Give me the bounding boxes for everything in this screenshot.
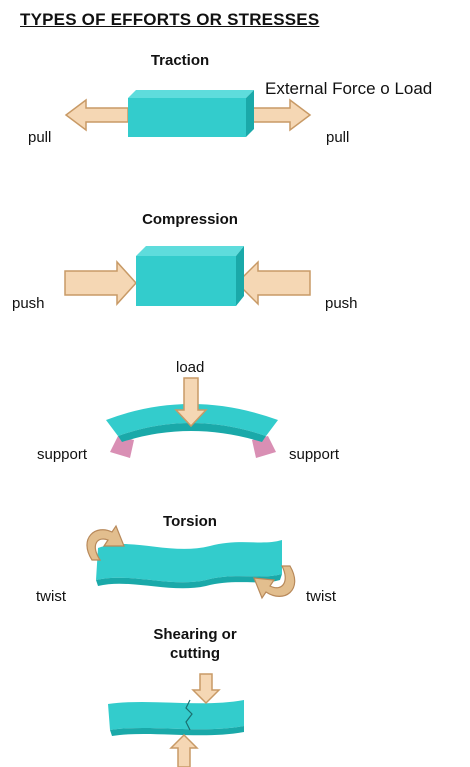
load-label: load [176, 359, 205, 376]
shear-bottom-arrow [169, 733, 199, 767]
compression-push-left-label: push [12, 295, 45, 312]
shearing-bar [108, 700, 244, 730]
traction-left-arrow [64, 98, 129, 132]
left-support [110, 436, 134, 458]
compression-heading: Compression [142, 211, 238, 228]
support-left-label: support [37, 446, 88, 463]
support-right-label: support [289, 446, 340, 463]
traction-heading: Traction [150, 52, 210, 69]
external-force-label: External Force o Load [265, 79, 433, 98]
twist-arrow-right [253, 565, 296, 600]
right-support [252, 436, 276, 458]
shearing-heading-line1: Shearing or [153, 626, 237, 643]
compression-left-arrow [64, 260, 138, 306]
traction-block [128, 90, 254, 137]
load-arrow [174, 377, 208, 428]
shearing-heading-line2: cutting [170, 645, 220, 662]
shear-top-arrow [191, 673, 221, 705]
crack-line [185, 699, 193, 731]
twist-left-label: twist [36, 588, 66, 605]
torsion-bar [96, 540, 282, 583]
page-title: TYPES OF EFFORTS OR STRESSES [20, 10, 320, 29]
compression-right-arrow [235, 260, 311, 306]
twist-arrow-left [86, 524, 125, 561]
twist-right-label: twist [306, 588, 336, 605]
torsion-heading: Torsion [163, 513, 217, 530]
compression-push-right-label: push [325, 295, 358, 312]
compression-block [136, 246, 244, 306]
traction-pull-left-label: pull [28, 129, 52, 146]
traction-right-arrow [246, 98, 312, 132]
traction-pull-right-label: pull [326, 129, 350, 146]
